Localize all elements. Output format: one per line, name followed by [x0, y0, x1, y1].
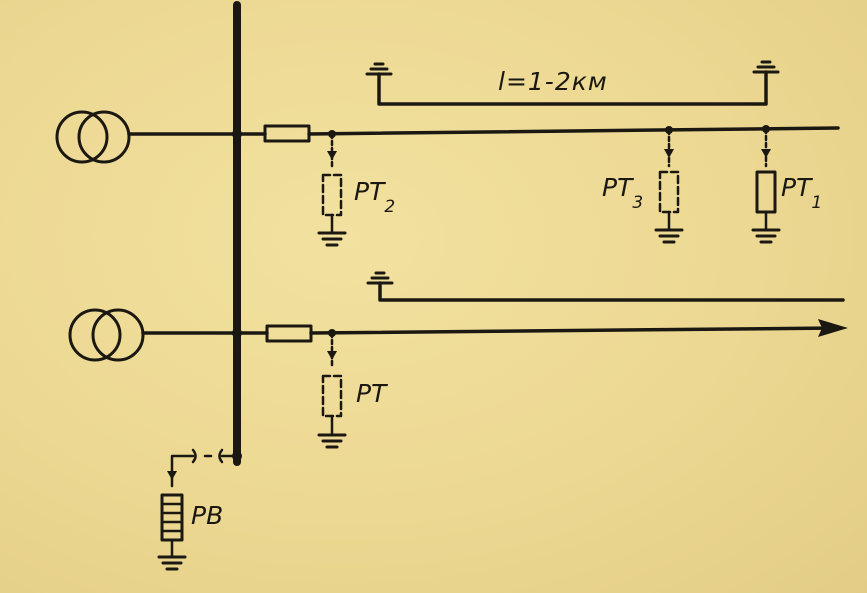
distance-label: l=1-2км [498, 67, 608, 96]
arrester-rt3-label: PT3 [602, 173, 643, 213]
transformer-1 [55, 110, 131, 164]
arrester-rt1 [751, 127, 781, 244]
arrester-rv [157, 448, 242, 571]
arrester-rt2-label: PT2 [354, 177, 395, 217]
line-1-reactor [263, 124, 311, 143]
arrester-rt1-label: PT1 [781, 173, 822, 213]
feeder-line-1 [235, 124, 840, 143]
ground-symbol-right [752, 60, 780, 74]
feeder-line-2 [235, 319, 848, 343]
arrester-rt [317, 331, 347, 449]
arrester-rt2 [317, 132, 347, 247]
arrester-rv-label: PB [191, 501, 223, 530]
transformer-2 [68, 308, 145, 362]
ground-wire-2 [366, 271, 845, 302]
arrester-rt-label: PT [356, 379, 388, 408]
line-2-arrow [818, 319, 848, 337]
line-2-reactor [265, 324, 313, 343]
ground-wire-1 [365, 60, 780, 106]
ground-symbol-left [365, 62, 393, 76]
arrester-rt3 [654, 128, 684, 244]
